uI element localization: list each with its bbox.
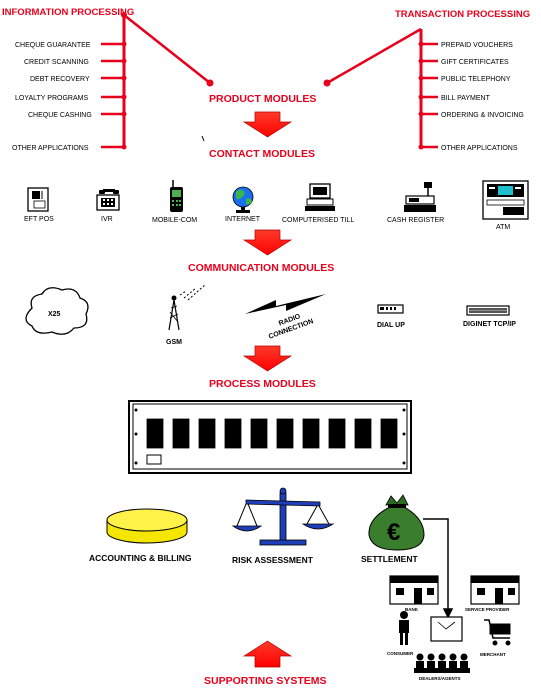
down-arrow-2 (242, 229, 293, 256)
diginet-router-icon (466, 305, 510, 316)
info-item-cheque-guarantee: CHEQUE GUARANTEE (15, 42, 91, 49)
channel-label-dial-up: DIAL UP (377, 322, 405, 329)
money-bag-icon: € (368, 494, 425, 551)
dealers-agents-group-icon (414, 653, 470, 673)
bank-building-icon (389, 575, 439, 605)
shopping-cart-icon (484, 619, 511, 646)
settlement-connector (423, 518, 454, 619)
trans-item-other-applications: OTHER APPLICATIONS (441, 145, 518, 152)
party-label-dealers-agents: DEALERS/AGENTS (419, 676, 461, 681)
dialup-modem-icon (377, 304, 404, 314)
mobile-phone-icon (170, 180, 183, 212)
device-label-computerised-till: COMPUTERISED TILL (282, 217, 354, 224)
supporting-systems-label: SUPPORTING SYSTEMS (204, 675, 327, 687)
accounting-database-icon (106, 508, 188, 544)
device-label-cash-register: CASH REGISTER (387, 217, 444, 224)
device-label-internet: INTERNET (225, 216, 261, 223)
info-item-credit-scanning: CREDIT SCANNING (24, 59, 89, 66)
contact-modules-label: CONTACT MODULES (209, 148, 315, 160)
radio-lightning-icon (245, 294, 326, 314)
globe-icon (232, 186, 254, 213)
x25-cloud-icon (25, 287, 89, 335)
info-processing-tree (101, 12, 214, 150)
eft-pos-terminal-icon (27, 187, 49, 212)
up-arrow-supporting (242, 640, 293, 668)
channel-label-gsm: GSM (166, 339, 182, 346)
telephone-icon (96, 189, 120, 211)
scales-of-justice-icon (231, 487, 335, 546)
trans-item-public-telephony: PUBLIC TELEPHONY (441, 76, 511, 83)
info-item-debt-recovery: DEBT RECOVERY (30, 76, 90, 83)
computer-icon (305, 183, 335, 211)
trans-item-bill-payment: BILL PAYMENT (441, 95, 491, 102)
party-label-service-provider: SERVICE PROVIDER (465, 607, 510, 612)
currency-symbol: € (387, 519, 400, 546)
service-provider-building-icon (470, 575, 520, 605)
device-label-ivr: IVR (101, 216, 113, 223)
info-processing-title: INFORMATION PROCESSING (2, 7, 134, 18)
info-item-loyalty-programs: LOYALTY PROGRAMS (15, 95, 88, 102)
party-label-consumer: CONSUMER (387, 651, 414, 656)
device-label-atm: ATM (496, 224, 510, 231)
party-label-merchant: MERCHANT (480, 652, 506, 657)
trans-item-gift-certificates: GIFT CERTIFICATES (441, 59, 509, 66)
system-label-accounting: ACCOUNTING & BILLING (89, 553, 192, 563)
transaction-processing-tree (323, 27, 438, 150)
system-label-settlement: SETTLEMENT (361, 554, 418, 564)
channel-label-x25: X25 (48, 311, 61, 318)
device-label-eft-pos: EFT POS (24, 216, 54, 223)
device-label-mobile-com: MOBILE-COM (152, 217, 197, 224)
server-rack-icon (128, 400, 412, 474)
cash-register-icon (404, 182, 436, 212)
down-arrow-3 (242, 345, 293, 372)
atm-machine-icon (482, 180, 529, 220)
communication-modules-label: COMMUNICATION MODULES (188, 262, 334, 274)
trans-item-prepaid-vouchers: PREPAID VOUCHERS (441, 42, 513, 49)
transaction-processing-title: TRANSACTION PROCESSING (395, 9, 530, 20)
info-item-cheque-cashing: CHEQUE CASHING (28, 112, 92, 119)
info-item-other-applications: OTHER APPLICATIONS (12, 145, 89, 152)
system-label-risk: RISK ASSESSMENT (232, 555, 314, 565)
gsm-tower-icon (168, 283, 207, 331)
hub-square-icon (430, 616, 463, 642)
tick-mark (201, 135, 205, 142)
down-arrow-1 (242, 111, 293, 138)
consumer-person-icon (399, 611, 409, 645)
party-label-bank: BANK (405, 607, 419, 612)
radio-connection-label: RADIO CONNECTION (268, 313, 315, 341)
channel-label-diginet: DIGINET TCP/IP (463, 321, 516, 328)
trans-item-ordering-invoicing: ORDERING & INVOICING (441, 112, 524, 119)
product-modules-label: PRODUCT MODULES (209, 93, 316, 105)
process-modules-label: PROCESS MODULES (209, 378, 316, 390)
